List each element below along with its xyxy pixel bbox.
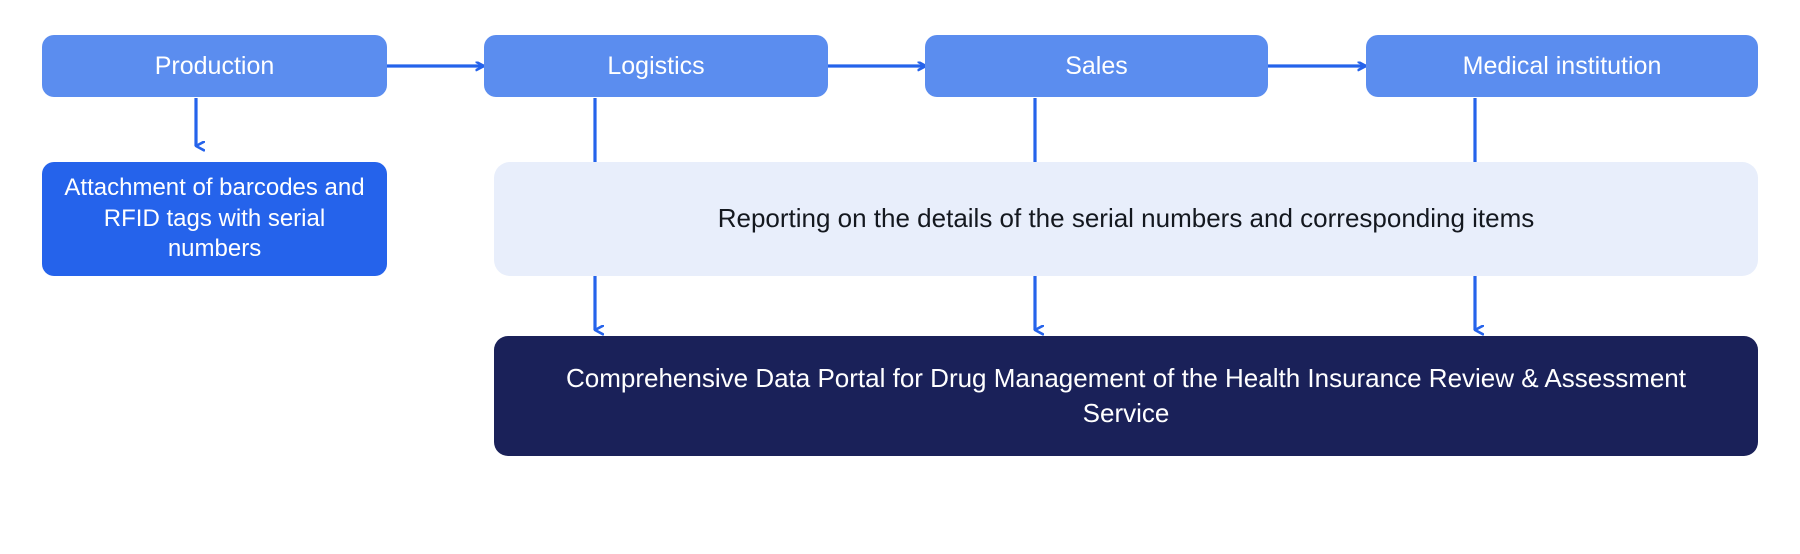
reporting-bar-label: Reporting on the details of the serial n… — [717, 203, 1535, 234]
portal-label: Comprehensive Data Portal for Drug Manag… — [566, 362, 1686, 428]
attachment-note-label: Attachment of barcodes and RFID tags wit… — [64, 173, 365, 263]
stage-box-sales[interactable]: Sales — [925, 35, 1268, 97]
stage-box-logistics[interactable]: Logistics — [484, 35, 828, 97]
attachment-note-box[interactable]: Attachment of barcodes and RFID tags wit… — [42, 162, 387, 276]
stage-label-logistics: Logistics — [607, 52, 705, 80]
reporting-bar[interactable]: Reporting on the details of the serial n… — [494, 162, 1758, 276]
stage-label-sales: Sales — [1065, 52, 1128, 80]
stage-box-medical-institution[interactable]: Medical institution — [1366, 35, 1758, 97]
portal-box[interactable]: Comprehensive Data Portal for Drug Manag… — [494, 336, 1758, 456]
diagram-card: Production Logistics Sales Medical insti… — [4, 4, 1796, 550]
stage-label-production: Production — [154, 52, 275, 80]
stage-label-medical-institution: Medical institution — [1462, 52, 1662, 80]
stage-box-production[interactable]: Production — [42, 35, 387, 97]
